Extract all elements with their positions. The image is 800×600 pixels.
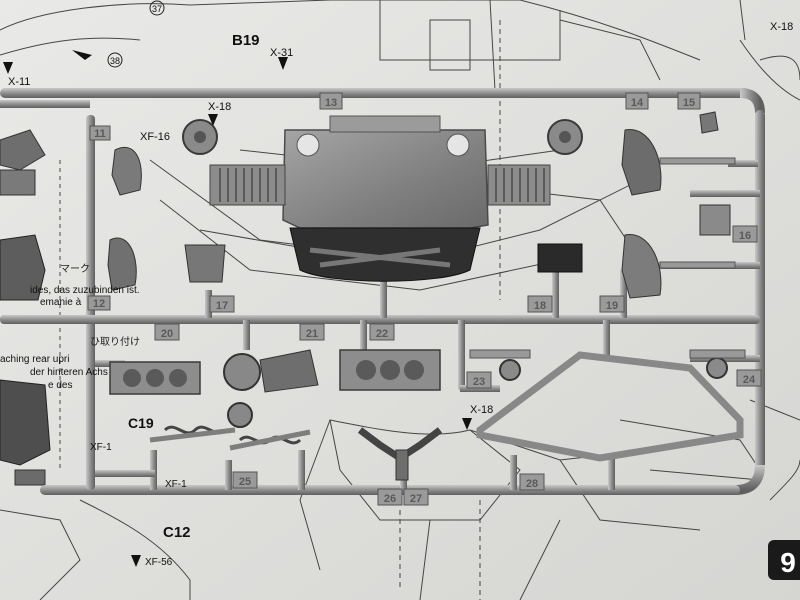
tab-11: 11	[94, 128, 106, 140]
tab-26: 26	[384, 493, 396, 505]
de-text-1: ides, das zuzubinden ist.	[30, 285, 140, 296]
sprue-middle-bar	[0, 315, 760, 324]
tab-17: 17	[216, 300, 228, 312]
tab-27: 27	[410, 493, 422, 505]
turbo-23	[499, 359, 521, 381]
paint-label-x18-top: X-18	[208, 101, 231, 113]
sprue-parts-upper	[107, 111, 736, 299]
tab-20: 20	[161, 328, 173, 340]
paint-label-x18-mid: X-18	[470, 404, 493, 416]
tab-12: 12	[93, 298, 105, 310]
paint-label-xf1-b: XF-1	[165, 479, 187, 490]
jp-text-2: ひ取り付け	[90, 335, 140, 348]
tab-19: 19	[606, 300, 618, 312]
paint-label-xf1-a: XF-1	[90, 442, 112, 453]
step-badge: 9	[768, 540, 800, 580]
tab-18: 18	[534, 300, 546, 312]
radiator-left	[209, 164, 286, 206]
tab-28: 28	[526, 478, 538, 490]
instruction-text: B19 X-31 X-18 XF-16 X-11 X-18 X-18 C19 X…	[0, 0, 793, 568]
mirror-part-14	[621, 129, 662, 196]
paint-markers	[3, 50, 472, 567]
mirror-part-11	[111, 147, 142, 196]
sprue-number-tabs: 11 12 13 14 15 16 17 18 19 20 21 22 23 2…	[87, 92, 762, 506]
tab-23: 23	[473, 376, 485, 388]
belt-cover-21	[259, 349, 319, 393]
tab-15: 15	[683, 97, 695, 109]
tab-24: 24	[743, 374, 756, 386]
part-label-c12: C12	[163, 524, 191, 541]
sprue-top-bar	[0, 88, 750, 98]
de-text-2: der hinteren Achs	[30, 367, 108, 378]
wishbone-28	[476, 351, 744, 462]
en-text-1: aching rear upri	[0, 354, 69, 365]
sprue-frame	[0, 88, 765, 495]
part-15	[699, 111, 719, 134]
jp-text-1: マーク	[60, 263, 90, 275]
pulley-21	[223, 353, 261, 391]
step-number: 9	[780, 547, 796, 578]
callout-37: 37	[152, 4, 162, 14]
paint-label-x18-right: X-18	[770, 21, 793, 33]
paint-label-x11: X-11	[8, 76, 30, 88]
part-label-c19: C19	[128, 415, 154, 431]
tab-16: 16	[739, 230, 751, 242]
paint-drop-icon	[3, 62, 13, 74]
arrow-icon	[72, 50, 92, 60]
paint-label-xf56: XF-56	[145, 557, 173, 568]
paint-label-xf16: XF-16	[140, 131, 170, 143]
cover-hole-right	[446, 133, 470, 157]
fr-text-1: emanie à	[40, 297, 82, 308]
tab-14: 14	[631, 97, 644, 109]
callout-38: 38	[110, 56, 120, 66]
part-18	[537, 243, 583, 273]
part-label-b19: B19	[232, 32, 260, 49]
mirror-part-19	[621, 234, 662, 299]
cover-hole-left	[296, 133, 320, 157]
paint-drop-icon	[131, 555, 141, 567]
paint-drop-icon	[278, 57, 288, 70]
left-partial-parts	[0, 129, 51, 486]
tab-13: 13	[325, 97, 337, 109]
turbo-24	[706, 357, 728, 379]
tab-21: 21	[306, 328, 318, 340]
tab-25: 25	[239, 476, 251, 488]
paint-drop-icon	[462, 418, 472, 430]
part-17	[184, 244, 226, 283]
paint-label-x31: X-31	[270, 47, 293, 59]
step-badge-bg	[768, 540, 800, 580]
fr-text-2: e des	[48, 380, 72, 391]
sprue-parts-lower	[109, 349, 746, 481]
paint-drop-icon	[208, 114, 218, 126]
mirror-part-12	[107, 237, 137, 291]
tab-22: 22	[376, 328, 388, 340]
part-16	[699, 204, 731, 236]
